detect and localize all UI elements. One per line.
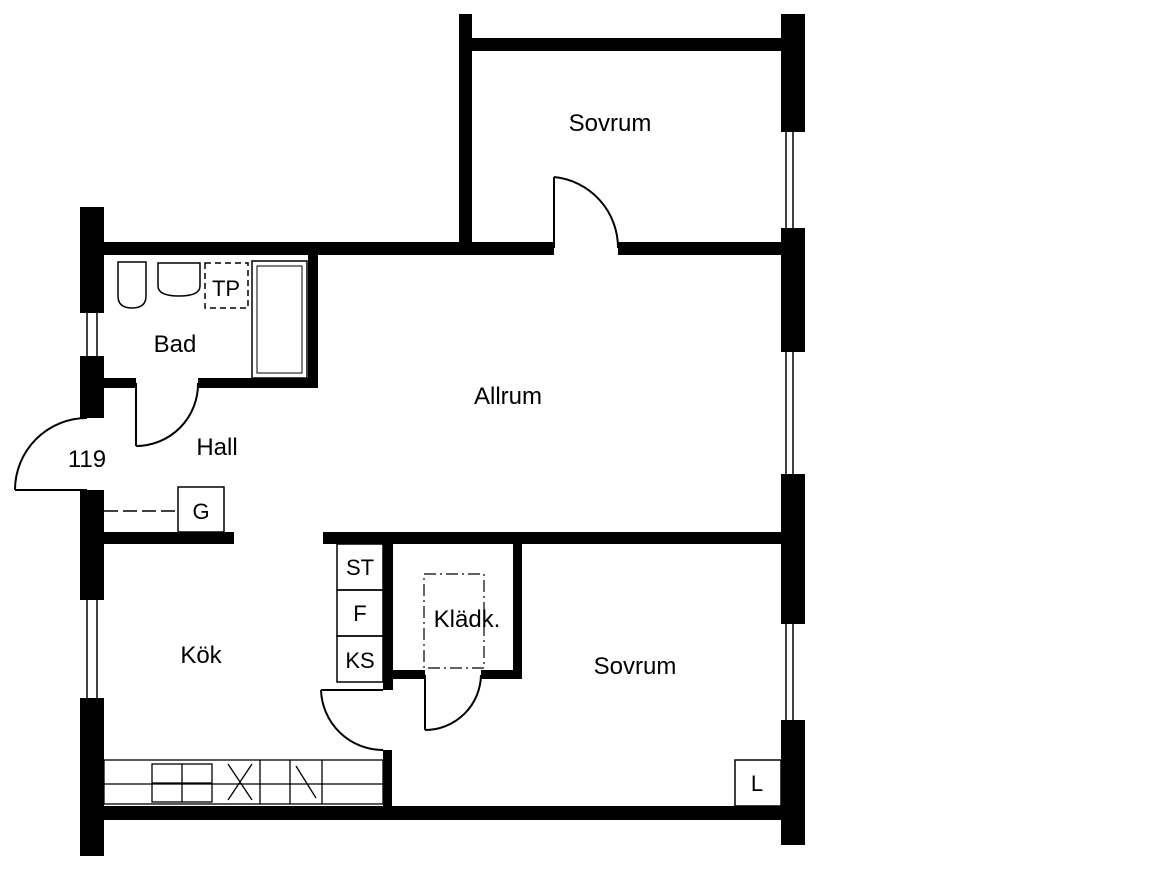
fixture-label-l: L	[751, 771, 763, 796]
wall-left-1	[80, 207, 104, 313]
room-label-sovrum-top: Sovrum	[569, 110, 652, 137]
exterior-walls	[80, 14, 805, 856]
wall-bath-bottom-right	[198, 378, 318, 388]
wall-bath-right	[308, 242, 318, 388]
wall-closet-bottom-left	[383, 670, 425, 679]
room-labels: Sovrum Bad Allrum Hall 119 Kök Klädk. So…	[68, 110, 676, 680]
wall-right-4	[781, 720, 805, 845]
bath-fixtures	[117, 260, 308, 379]
kitchen-appliances	[336, 543, 384, 683]
wall-left-4	[80, 698, 104, 856]
interior-walls	[100, 242, 788, 812]
wall-right-3	[781, 474, 805, 624]
room-label-sovrum-bottom: Sovrum	[594, 653, 677, 680]
fixture-label-st: ST	[346, 555, 374, 580]
room-label-bad: Bad	[154, 331, 197, 358]
fixture-label-ks: KS	[345, 648, 374, 673]
wall-hall-kitchen	[100, 532, 234, 544]
windows	[86, 132, 794, 720]
sink-icon	[157, 262, 201, 297]
wall-bottom	[80, 806, 788, 820]
l-box	[734, 759, 782, 807]
tp-box	[204, 262, 249, 309]
bathtub-icon	[251, 260, 308, 379]
fixture-labels: TP G ST F KS L	[192, 276, 763, 796]
toilet-icon	[117, 261, 147, 309]
fixture-label-tp: TP	[212, 276, 240, 301]
wall-north-right	[618, 242, 788, 255]
room-label-hall: Hall	[196, 434, 237, 461]
wall-allrum-south	[323, 532, 788, 544]
closet-rail	[423, 573, 485, 669]
kitchen-counter	[103, 759, 384, 805]
g-fixture	[104, 486, 225, 533]
wall-kitchen-bedroom	[383, 750, 392, 812]
wall-closet-bottom-right	[481, 670, 522, 679]
wall-top-bedroom-left	[459, 14, 472, 246]
room-label-allrum: Allrum	[474, 383, 542, 410]
entrance-number: 119	[68, 446, 106, 473]
wall-closet-right	[513, 532, 522, 678]
fixture-label-g: G	[192, 499, 209, 524]
doors	[14, 176, 620, 751]
wall-left-3	[80, 490, 104, 600]
wall-top-bedroom-top	[459, 38, 784, 51]
room-label-kladk: Klädk.	[434, 606, 501, 633]
fixture-label-f: F	[353, 601, 366, 626]
wall-closet-left	[383, 532, 393, 690]
room-label-kok: Kök	[180, 642, 222, 669]
wall-right-1	[781, 14, 805, 132]
wall-bath-bottom-left	[100, 378, 136, 388]
